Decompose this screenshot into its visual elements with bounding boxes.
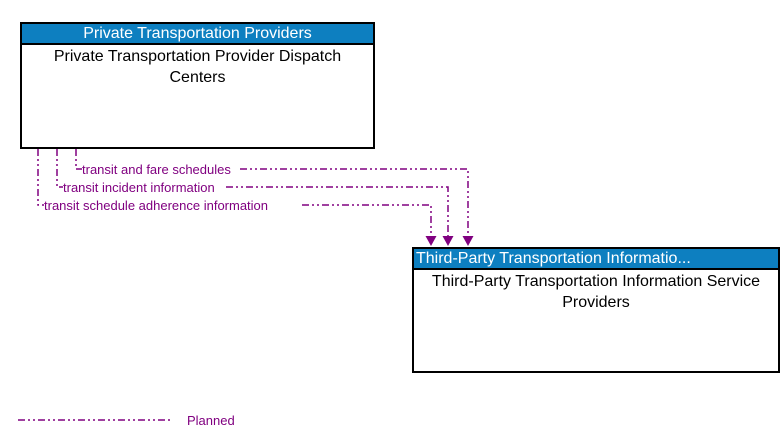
arrowhead-down-icon bbox=[462, 236, 474, 246]
entity-box-private-transportation-provider-dispatch-centers[interactable]: Private Transportation Providers Private… bbox=[20, 22, 375, 149]
flow-line-transit-schedule-adherence-end bbox=[302, 204, 432, 236]
entity-group-header[interactable]: Third-Party Transportation Informatio... bbox=[414, 249, 778, 270]
entity-group-header[interactable]: Private Transportation Providers bbox=[22, 24, 373, 45]
entity-name: Third-Party Transportation Information S… bbox=[431, 273, 761, 311]
entity-body: Third-Party Transportation Information S… bbox=[414, 270, 778, 313]
flow-label-transit-schedule-adherence-information[interactable]: transit schedule adherence information bbox=[44, 198, 269, 213]
flow-label-transit-and-fare-schedules[interactable]: transit and fare schedules bbox=[82, 162, 231, 177]
entity-body: Private Transportation Provider Dispatch… bbox=[22, 45, 373, 88]
flow-label-transit-incident-information[interactable]: transit incident information bbox=[63, 180, 215, 195]
entity-box-third-party-transportation-information-service-providers[interactable]: Third-Party Transportation Informatio...… bbox=[412, 247, 780, 373]
flow-line-transit-schedule-adherence-start bbox=[37, 149, 44, 206]
arrowhead-down-icon bbox=[425, 236, 437, 246]
legend-planned-label: Planned bbox=[187, 413, 235, 428]
entity-name: Private Transportation Provider Dispatch… bbox=[53, 48, 342, 86]
arrowhead-down-icon bbox=[442, 236, 454, 246]
flow-line-transit-and-fare-schedules-end bbox=[240, 168, 469, 236]
